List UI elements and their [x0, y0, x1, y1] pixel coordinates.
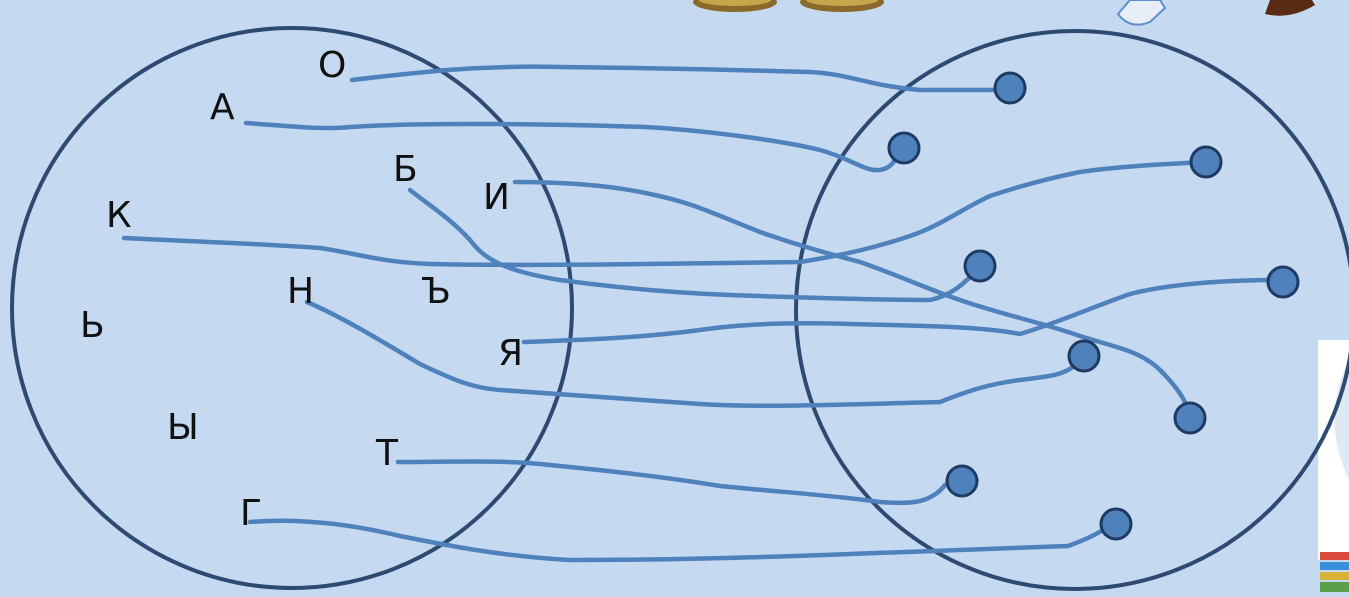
letter-a[interactable]: А: [210, 87, 235, 128]
target-dot-6: [1067, 339, 1101, 373]
target-dot-9: [1099, 507, 1133, 541]
target-dot-2: [887, 131, 921, 165]
letter-i[interactable]: И: [483, 177, 510, 218]
decorative-images-top: [693, 0, 1315, 26]
line-t: [395, 459, 948, 506]
letter-soft-sign[interactable]: Ь: [80, 305, 105, 346]
letter-t[interactable]: Т: [376, 433, 398, 474]
target-dot-3: [1189, 145, 1223, 179]
line-g: [247, 518, 1117, 563]
target-dot-4: [963, 249, 997, 283]
decorative-image-right: [1318, 340, 1349, 592]
letter-o[interactable]: О: [318, 45, 347, 86]
line-o: [349, 64, 1011, 93]
letter-ya[interactable]: Я: [498, 333, 524, 374]
target-dot-5: [1266, 265, 1300, 299]
target-dot-8: [945, 464, 979, 498]
line-a: [243, 120, 906, 173]
line-ya: [521, 277, 1285, 345]
line-i: [512, 179, 1193, 421]
right-set-circle: [794, 29, 1349, 591]
line-n: [304, 299, 1086, 408]
target-dot-1: [993, 71, 1027, 105]
line-b: [407, 187, 983, 303]
letter-n[interactable]: Н: [287, 271, 315, 312]
letter-k[interactable]: К: [106, 195, 132, 236]
target-dot-7: [1173, 401, 1207, 435]
letter-hard-sign[interactable]: Ъ: [421, 271, 451, 312]
left-set-circle: [10, 26, 574, 590]
line-k: [121, 159, 1208, 268]
letter-g[interactable]: Г: [240, 493, 262, 534]
letter-b[interactable]: Б: [393, 149, 418, 190]
letter-yery[interactable]: Ы: [167, 407, 199, 448]
